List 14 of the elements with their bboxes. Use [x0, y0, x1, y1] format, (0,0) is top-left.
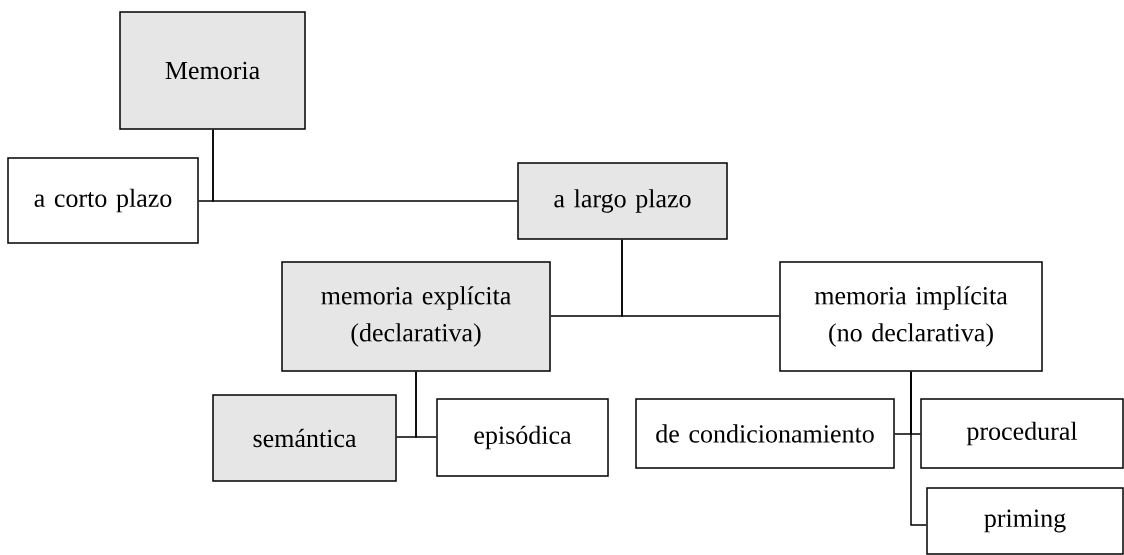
text-box: de condicionamiento — [635, 398, 895, 469]
text-box: a largo plazo — [517, 162, 728, 240]
text-box: episódica — [436, 398, 609, 477]
text-box: semántica — [212, 394, 397, 482]
text-box: memoria explícita (declarativa) — [281, 261, 551, 372]
connector-line — [415, 371, 437, 438]
connector-line — [212, 129, 518, 202]
text-box: memoria implícita (no declarativa) — [779, 261, 1043, 372]
text-box: Memoria — [119, 11, 306, 130]
connector-line — [621, 239, 780, 317]
connector-line — [910, 371, 927, 526]
text-box: a corto plazo — [7, 157, 199, 244]
text-box: procedural — [920, 398, 1124, 469]
text-box: priming — [926, 487, 1124, 555]
